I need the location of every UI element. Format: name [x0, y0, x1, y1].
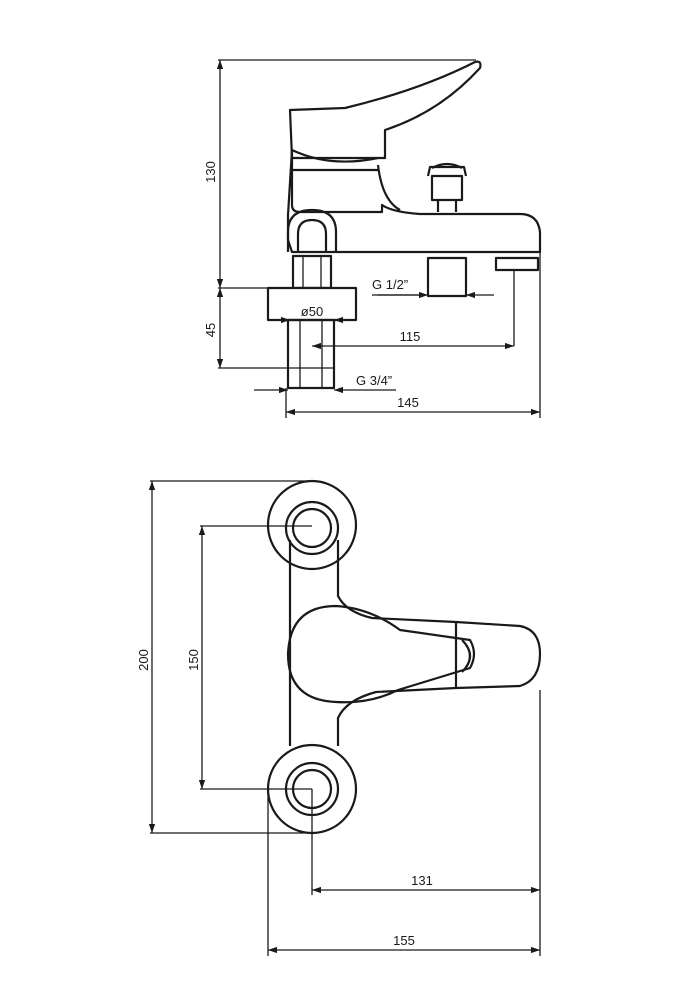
dim-diameter: ø50 [301, 304, 323, 319]
dim-handle-reach: 131 [411, 873, 433, 888]
dim-outlet-thread: G 3/4” [356, 373, 392, 388]
top-view: 200 150 131 155 [136, 479, 542, 956]
dim-spout-reach: 115 [400, 329, 421, 344]
lever-knob [286, 604, 476, 704]
diverter-knob [426, 162, 468, 212]
lever-arm [455, 620, 542, 690]
dim-height-upper: 130 [203, 161, 218, 183]
dim-overall-height: 200 [136, 649, 151, 671]
dim-overall-length: 145 [397, 395, 419, 410]
dim-overall-width: 155 [393, 933, 415, 948]
side-view: 130 45 G 1/2” ø50 115 G 3/4” 145 [203, 59, 542, 418]
dim-inlet-thread: G 1/2” [372, 277, 408, 292]
body-outline [288, 540, 458, 746]
dim-height-lower: 45 [203, 323, 218, 337]
flange-upper [266, 479, 358, 571]
faucet-body [286, 148, 542, 254]
dim-center-distance: 150 [186, 649, 201, 671]
lever-handle [288, 60, 482, 160]
spout [286, 208, 338, 252]
